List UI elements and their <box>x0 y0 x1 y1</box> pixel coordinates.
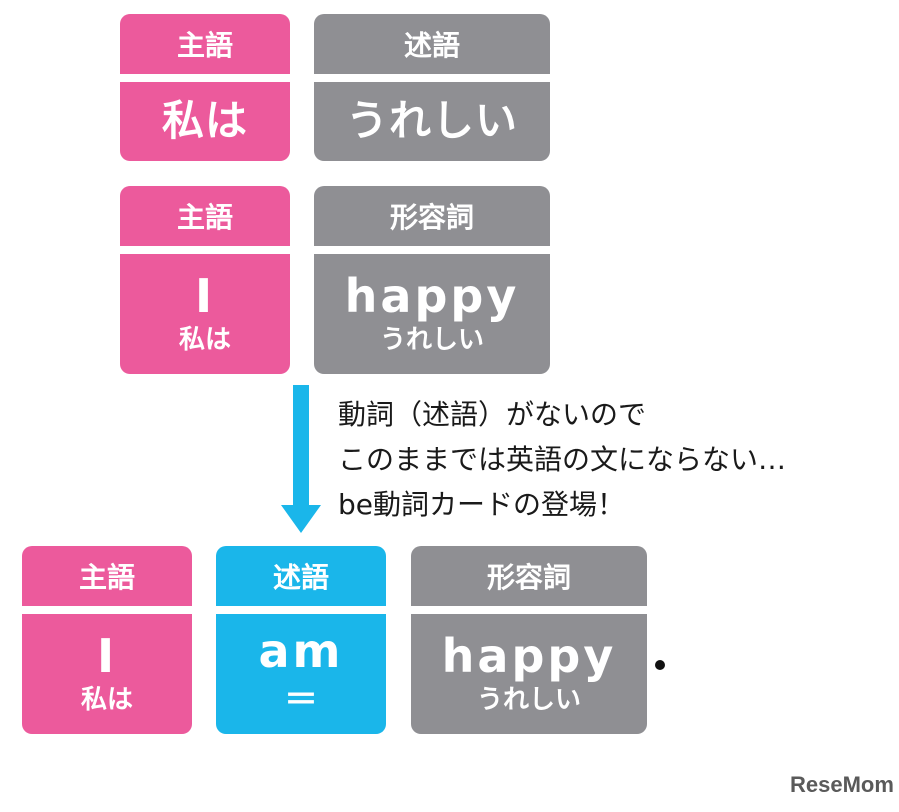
note-line: このままでは英語の文にならない… <box>338 443 787 476</box>
card-header: 述語 <box>403 29 460 62</box>
explanation-note: 動詞（述語）がないので このままでは英語の文にならない… be動詞カードの登場！ <box>338 392 786 527</box>
card-sub-text: うれしい <box>379 324 484 355</box>
resemom-logo: ReseMom <box>790 772 894 797</box>
note-line: 動詞（述語）がないので <box>338 398 647 431</box>
card-divider <box>216 606 386 614</box>
card-main-text: 私は <box>161 96 248 146</box>
card-adjective-final: 形容詞 happy うれしい <box>411 546 647 734</box>
card-header: 述語 <box>272 561 329 594</box>
card-be-verb: 述語 am ＝ <box>216 546 386 734</box>
card-main-text: うれしい <box>345 96 518 146</box>
card-main-text: I <box>194 269 216 324</box>
card-header: 主語 <box>176 29 233 62</box>
card-main-text: I <box>96 629 118 684</box>
card-sub-text: うれしい <box>476 684 581 715</box>
card-subject-english: 主語 I 私は <box>120 186 290 374</box>
card-sub-text: 私は <box>80 684 133 715</box>
card-subject-japanese: 主語 私は <box>120 14 290 161</box>
card-divider <box>314 246 550 254</box>
card-divider <box>22 606 192 614</box>
sentence-period <box>655 660 665 670</box>
card-sub-text: 私は <box>178 324 231 355</box>
card-subject-final: 主語 I 私は <box>22 546 192 734</box>
card-predicate-japanese: 述語 うれしい <box>314 14 550 161</box>
down-arrow-icon <box>281 505 321 533</box>
card-header: 形容詞 <box>486 561 571 594</box>
card-adjective: 形容詞 happy うれしい <box>314 186 550 374</box>
card-divider <box>120 246 290 254</box>
card-divider <box>120 74 290 82</box>
note-line: be動詞カードの登場！ <box>338 488 626 521</box>
card-header: 主語 <box>176 201 233 234</box>
card-divider <box>314 74 550 82</box>
card-divider <box>411 606 647 614</box>
card-main-text: am <box>258 624 344 679</box>
card-main-text: happy <box>441 629 617 684</box>
card-header: 主語 <box>78 561 135 594</box>
card-main-text: happy <box>344 269 520 324</box>
down-arrow-shaft <box>293 385 309 507</box>
card-header: 形容詞 <box>389 201 474 234</box>
card-sub-text: ＝ <box>284 679 318 720</box>
